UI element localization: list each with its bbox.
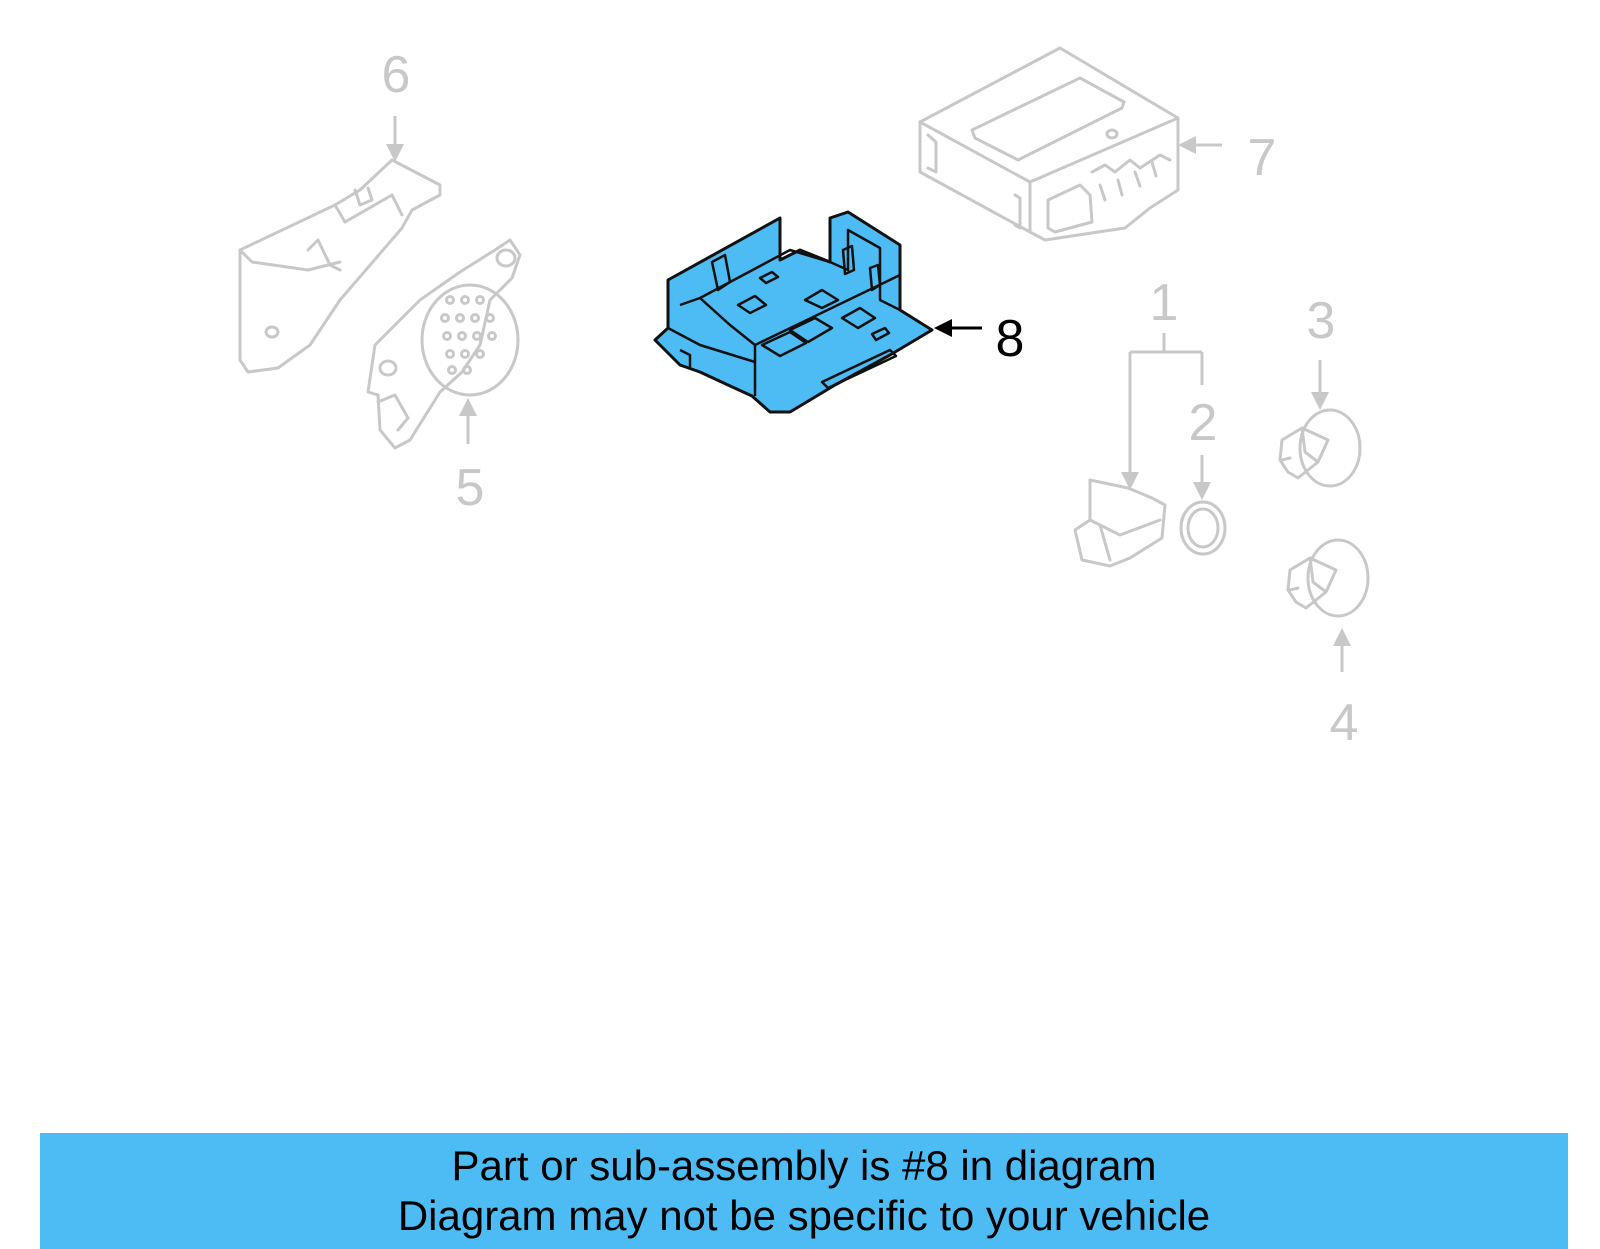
- callout-2: 2: [1189, 394, 1218, 500]
- sensor-holes: [440, 295, 497, 375]
- callout-1: 1: [1121, 274, 1204, 490]
- banner-line-1: Part or sub-assembly is #8 in diagram: [451, 1142, 1157, 1189]
- callout-5: 5: [456, 398, 485, 517]
- svg-text:6: 6: [382, 46, 411, 104]
- callout-7: 7: [1178, 129, 1276, 187]
- callout-6: 6: [382, 46, 411, 162]
- part-6-bracket[interactable]: [238, 158, 442, 374]
- svg-text:4: 4: [1330, 694, 1359, 752]
- part-3-clip[interactable]: [1278, 408, 1362, 488]
- part-8-tray[interactable]: [653, 210, 934, 414]
- part-4-clip[interactable]: [1286, 538, 1370, 618]
- banner-line-2: Diagram may not be specific to your vehi…: [397, 1192, 1211, 1239]
- callout-8: 8: [934, 310, 1024, 368]
- part-1-connector[interactable]: [1073, 478, 1167, 568]
- part-7-module[interactable]: [918, 46, 1180, 242]
- callout-4: 4: [1330, 628, 1359, 752]
- callout-3: 3: [1307, 292, 1336, 410]
- part-2-seal[interactable]: [1179, 500, 1227, 556]
- svg-text:8: 8: [996, 310, 1025, 368]
- part-5-sensor[interactable]: [366, 238, 522, 450]
- info-banner: Part or sub-assembly is #8 in diagram Di…: [40, 1133, 1568, 1249]
- svg-text:1: 1: [1150, 274, 1179, 332]
- svg-text:7: 7: [1248, 129, 1277, 187]
- svg-text:3: 3: [1307, 292, 1336, 350]
- svg-text:2: 2: [1189, 394, 1218, 452]
- svg-text:5: 5: [456, 459, 485, 517]
